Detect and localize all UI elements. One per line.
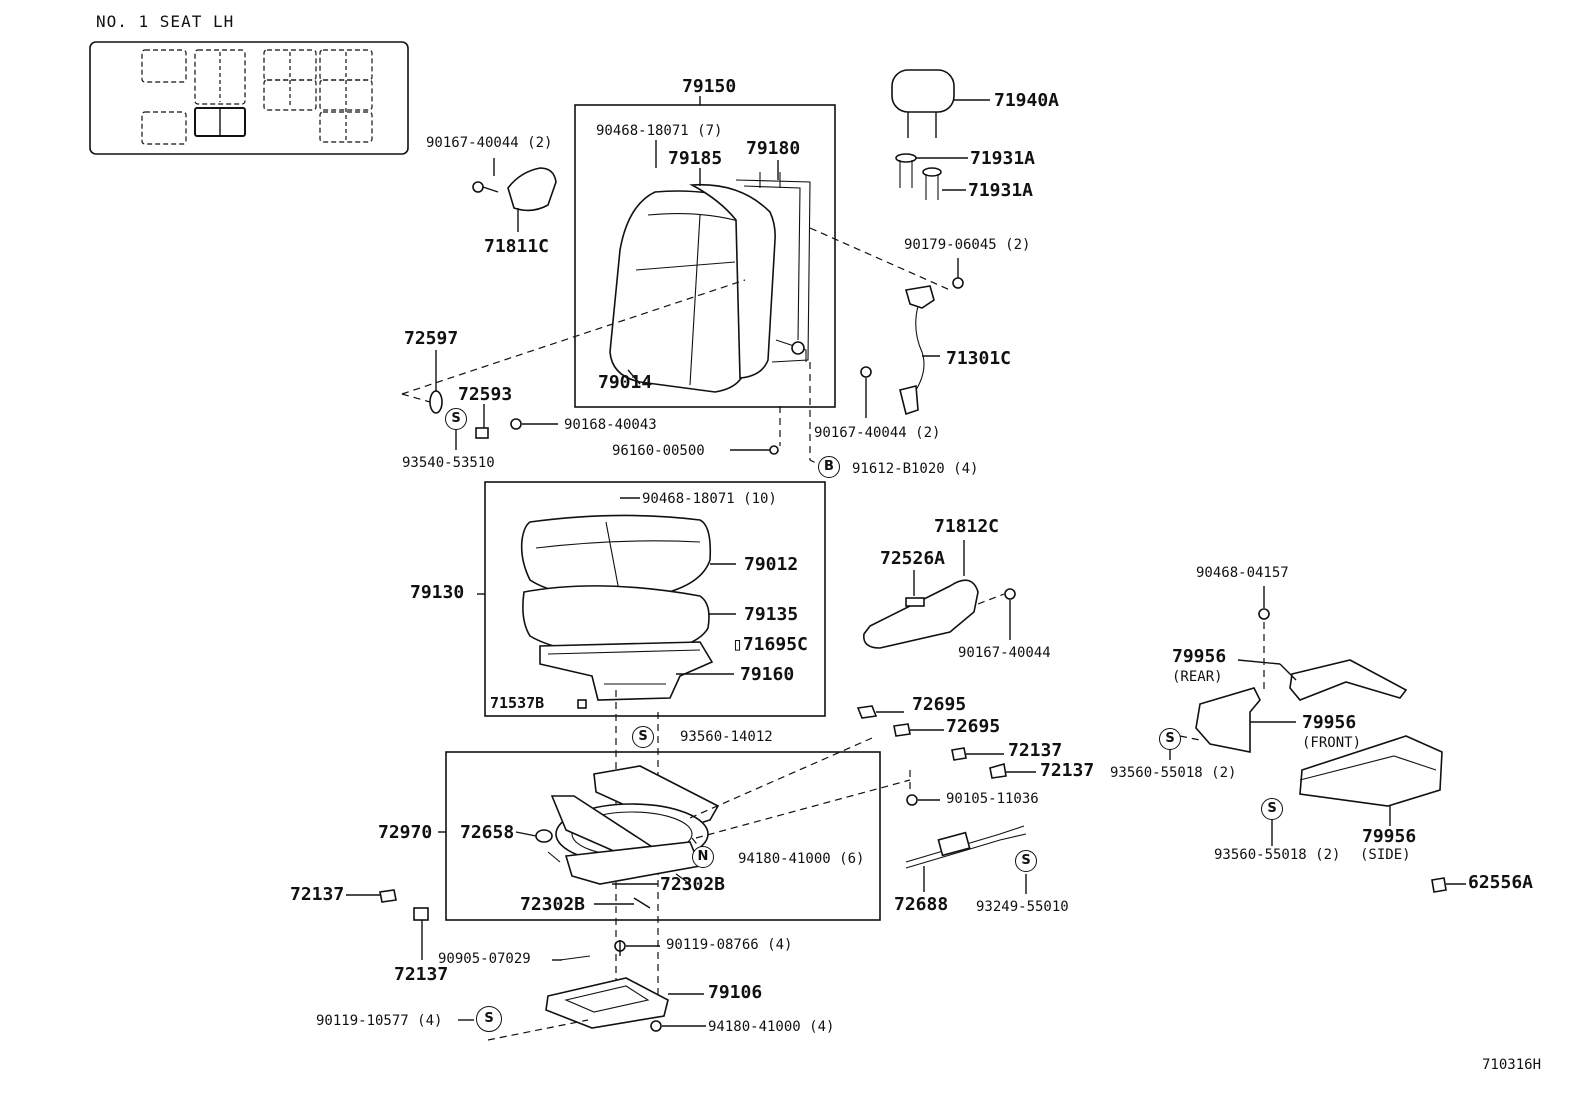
symbol-b-91612: B	[818, 456, 840, 478]
symbol-s-93560-14012: S	[632, 726, 654, 748]
part-label-71301C[interactable]: 71301C	[946, 348, 1012, 369]
part-label-62556A[interactable]: 62556A	[1468, 872, 1534, 893]
part-label-71931A-upper[interactable]: 71931A	[970, 148, 1036, 169]
part-label-94180-41000-6[interactable]: 94180-41000 (6)	[738, 851, 865, 867]
part-label-72526A[interactable]: 72526A	[880, 548, 946, 569]
symbol-s-93560-55018-a: S	[1159, 728, 1181, 750]
part-label-72137-right-upper[interactable]: 72137	[1008, 740, 1063, 761]
diagram-title: NO. 1 SEAT LH	[96, 12, 235, 31]
headrest-71940A	[891, 69, 990, 138]
seatback-cover-79014	[609, 190, 757, 393]
part-label-90905-07029[interactable]: 90905-07029	[438, 951, 531, 967]
symbol-s-93560-55018-b: S	[1261, 798, 1283, 820]
block-72137-left	[379, 889, 397, 903]
part-label-72688[interactable]: 72688	[894, 894, 949, 915]
part-label-79956-side[interactable]: 79956	[1362, 826, 1417, 847]
symbol-s-93249: S	[1015, 850, 1037, 872]
part-label-79130[interactable]: 79130	[410, 582, 465, 603]
part-label-79014[interactable]: 79014	[598, 372, 653, 393]
part-label-71695C-text: 71695C	[742, 634, 808, 655]
symbol-s-90119-10577: S	[476, 1006, 502, 1032]
part-label-71940A[interactable]: 71940A	[994, 90, 1060, 111]
part-label-72597[interactable]: 72597	[404, 328, 459, 349]
seat-locator-inset	[89, 41, 409, 155]
part-label-71931A-lower[interactable]: 71931A	[968, 180, 1034, 201]
part-label-79180[interactable]: 79180	[746, 138, 801, 159]
part-label-71812C[interactable]: 71812C	[934, 516, 1000, 537]
part-label-72302B-lower[interactable]: 72302B	[520, 894, 586, 915]
seatback-group-box	[574, 104, 836, 408]
part-label-90468-18071-10[interactable]: 90468-18071 (10)	[642, 491, 777, 507]
part-label-93560-14012[interactable]: 93560-14012	[680, 729, 773, 745]
part-label-93560-55018-2-a[interactable]: 93560-55018 (2)	[1110, 765, 1237, 781]
clip-icon: ▯	[732, 634, 743, 655]
part-label-90167-40044-2-top[interactable]: 90167-40044 (2)	[426, 135, 553, 151]
part-label-90168-40043[interactable]: 90168-40043	[564, 417, 657, 433]
part-label-79106[interactable]: 79106	[708, 982, 763, 1003]
part-label-90105-11036[interactable]: 90105-11036	[946, 791, 1039, 807]
part-label-71537B[interactable]: 71537B	[490, 694, 545, 712]
seat-cushion-group-box	[484, 481, 826, 717]
seatback-pad-79185	[689, 183, 776, 379]
part-sublabel-rear: (REAR)	[1172, 669, 1223, 685]
part-label-79135[interactable]: 79135	[744, 604, 799, 625]
headrest-support-71931A	[895, 153, 968, 200]
seat-swivel-72970	[535, 765, 720, 885]
part-label-93560-55018-2-b[interactable]: 93560-55018 (2)	[1214, 847, 1341, 863]
cable-72688	[905, 825, 1027, 894]
part-label-90468-18071-7[interactable]: 90468-18071 (7)	[596, 123, 723, 139]
part-label-79956-rear[interactable]: 79956	[1172, 646, 1227, 667]
part-label-71695C[interactable]: ▯71695C	[732, 636, 808, 654]
part-label-91612-B1020-4[interactable]: 91612-B1020 (4)	[852, 461, 979, 477]
part-label-90167-40044-2-mid[interactable]: 90167-40044 (2)	[814, 425, 941, 441]
part-label-79012[interactable]: 79012	[744, 554, 799, 575]
part-label-90119-08766-4[interactable]: 90119-08766 (4)	[666, 937, 793, 953]
part-label-72593[interactable]: 72593	[458, 384, 513, 405]
recliner-cable-71301C	[860, 258, 964, 418]
block-72137-lower	[413, 907, 429, 921]
part-label-93540-53510[interactable]: 93540-53510	[402, 455, 495, 471]
part-label-72970[interactable]: 72970	[378, 822, 433, 843]
small-fasteners-seatback	[429, 350, 779, 455]
part-label-72137-left[interactable]: 72137	[290, 884, 345, 905]
part-label-72695-upper[interactable]: 72695	[912, 694, 967, 715]
part-label-72302B-upper[interactable]: 72302B	[660, 874, 726, 895]
symbol-s-93540: S	[445, 408, 467, 430]
diagram-code: 710316H	[1482, 1057, 1542, 1073]
part-label-72137-lower-left[interactable]: 72137	[394, 964, 449, 985]
part-label-79160[interactable]: 79160	[740, 664, 795, 685]
part-sublabel-side: (SIDE)	[1360, 847, 1411, 863]
part-sublabel-front: (FRONT)	[1302, 735, 1362, 751]
part-label-94180-41000-4[interactable]: 94180-41000 (4)	[708, 1019, 835, 1035]
seat-track-group-box	[445, 751, 881, 921]
part-label-72658[interactable]: 72658	[460, 822, 515, 843]
covers-79956	[1169, 586, 1466, 893]
small-blocks-right	[856, 705, 1036, 806]
part-label-79150[interactable]: 79150	[682, 76, 737, 97]
symbol-n-94180: N	[692, 846, 714, 868]
part-label-90468-04157[interactable]: 90468-04157	[1196, 565, 1289, 581]
part-label-79956-front[interactable]: 79956	[1302, 712, 1357, 733]
part-label-93249-55010[interactable]: 93249-55010	[976, 899, 1069, 915]
part-label-90119-10577-4[interactable]: 90119-10577 (4)	[316, 1013, 443, 1029]
part-label-72137-right-lower[interactable]: 72137	[1040, 760, 1095, 781]
part-label-72695-lower[interactable]: 72695	[946, 716, 1001, 737]
part-label-71811C[interactable]: 71811C	[484, 236, 550, 257]
side-cover-71812C	[863, 540, 1016, 649]
seatback-frame-79180	[735, 172, 811, 363]
part-label-79185[interactable]: 79185	[668, 148, 723, 169]
cushion-frame-79160	[539, 641, 714, 701]
recliner-cover-71811C	[472, 158, 557, 232]
part-label-90167-40044[interactable]: 90167-40044	[958, 645, 1051, 661]
part-label-90179-06045-2[interactable]: 90179-06045 (2)	[904, 237, 1031, 253]
part-label-96160-00500[interactable]: 96160-00500	[612, 443, 705, 459]
seat-base-79106	[545, 977, 669, 1029]
